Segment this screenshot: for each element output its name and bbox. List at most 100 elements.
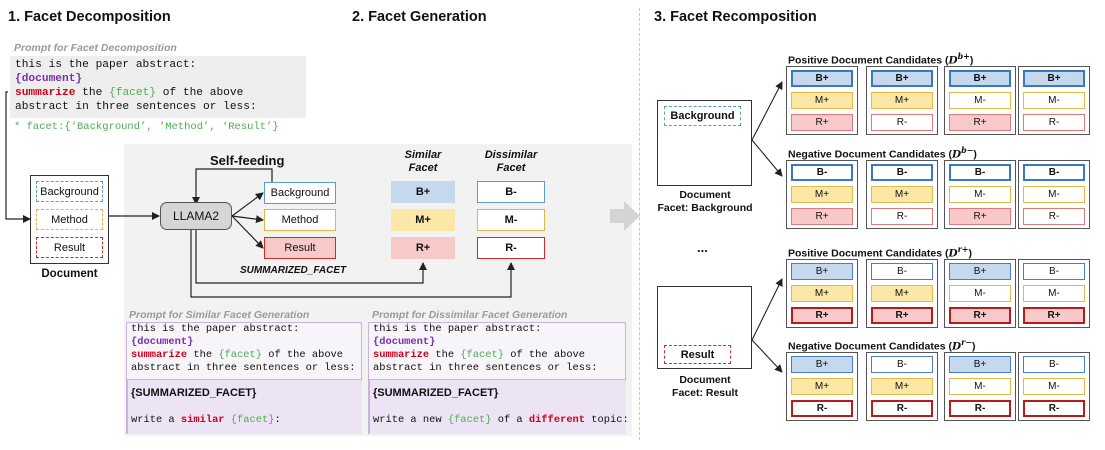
candidate-facet-cell: R- (1023, 114, 1085, 131)
candidate-facet-cell: B+ (871, 70, 933, 87)
candidate-facet-cell: R- (871, 400, 933, 417)
candidate-facet-cell: R- (1023, 208, 1085, 225)
candidate-facet-cell: R- (1023, 400, 1085, 417)
candidate-document: B+M+R- (786, 352, 858, 421)
dissimilar-prompt-line4: abstract in three sentences or less: (373, 362, 598, 374)
candidate-group-title-text: Positive Document Candidates ( (788, 54, 949, 67)
candidate-group-title-text: Negative Document Candidates ( (788, 148, 952, 161)
candidate-facet-cell: B+ (1023, 70, 1085, 87)
candidate-document: B- M- R+ (1018, 259, 1090, 328)
similar-prompt-final: write a similar {facet}: (131, 414, 281, 426)
decomp-prompt-line4: abstract in three sentences or less: (15, 101, 257, 113)
candidate-facet-cell: B- (871, 263, 933, 280)
similar-prompt-line3: summarize the {facet} of the above (131, 349, 344, 361)
dissimilar-prompt-final: write a new {facet} of a different topic… (373, 414, 629, 426)
candidate-document: B-M-R+ (944, 160, 1016, 229)
candidate-document: B+M-R- (944, 352, 1016, 421)
section-separator (639, 8, 640, 440)
similar-prompt-line1: this is the paper abstract: (131, 323, 300, 335)
candidate-facet-cell: B- (791, 164, 853, 181)
bg-to-positive-arrow (751, 81, 783, 141)
dissimilar-prompt-doc-token: {document} (373, 336, 436, 348)
candidate-facet-cell: R+ (871, 307, 933, 324)
candidate-facet-cell: R+ (949, 208, 1011, 225)
candidate-facet-cell: B- (1023, 356, 1085, 373)
candidate-group-title: Positive Document Candidates (Db+) (788, 51, 973, 67)
dissimilar-prompt-line1: this is the paper abstract: (373, 323, 542, 335)
candidate-facet-cell: R+ (949, 114, 1011, 131)
similar-facet-r: R+ (391, 237, 455, 259)
candidate-document: B-M+R+ (786, 160, 858, 229)
section-title-decomposition: 1. Facet Decomposition (8, 9, 171, 25)
res-to-positive-arrow (751, 278, 783, 341)
candidate-facet-cell: B- (949, 164, 1011, 181)
candidate-facet-cell: R+ (791, 307, 853, 324)
candidate-facet-cell: B+ (791, 70, 853, 87)
candidate-facet-cell: B- (1023, 164, 1085, 181)
candidate-facet-cell: R- (871, 208, 933, 225)
candidate-facet-cell: B- (1023, 263, 1085, 280)
document-facet-method: Method (36, 209, 103, 230)
decomp-prompt-title: Prompt for Facet Decomposition (14, 42, 177, 54)
candidate-facet-cell: R- (949, 400, 1011, 417)
recomp-ellipsis: ... (697, 240, 708, 255)
candidate-group-math: D (951, 148, 962, 161)
candidate-document: B+M-R- (1018, 66, 1090, 135)
candidate-group-math-sup: b− (961, 145, 974, 155)
candidate-group-title-close: ) (968, 247, 972, 260)
candidate-facet-cell: M+ (791, 92, 853, 109)
llama-to-dissimilar-line (190, 230, 515, 298)
decomp-prompt-doc-token: {document} (15, 73, 83, 85)
llama-to-background-arrow (231, 192, 264, 217)
candidate-document: B-M+R- (866, 160, 938, 229)
candidate-facet-cell: M- (1023, 285, 1085, 302)
candidate-facet-cell: B+ (791, 263, 853, 280)
candidate-facet-cell: R+ (1023, 307, 1085, 324)
dissimilar-facet-r: R- (477, 237, 545, 259)
candidate-facet-cell: B+ (791, 356, 853, 373)
dissimilar-facet-b: B- (477, 181, 545, 203)
candidate-facet-cell: M+ (871, 378, 933, 395)
res-to-negative-arrow (751, 339, 783, 373)
llama2-model: LLAMA2 (160, 202, 232, 230)
candidate-group-math: D (948, 54, 958, 67)
candidate-document: B+M-R+ (944, 259, 1016, 328)
prompt-to-document-line (5, 91, 31, 223)
document-label: Document (41, 268, 98, 280)
similar-prompt-doc-token: {document} (131, 336, 194, 348)
candidate-group-title-text: Positive Document Candidates ( (788, 247, 949, 260)
candidate-facet-cell: M+ (791, 285, 853, 302)
candidate-group-math-sup: r− (961, 337, 972, 347)
recomp-document-background (657, 100, 752, 186)
similar-prompt-summarized: {SUMMARIZED_FACET} (131, 387, 257, 399)
self-feeding-label: Self-feeding (210, 153, 285, 168)
recomp-facet-background: Background (664, 106, 741, 126)
candidate-group-math-sup: b+ (957, 51, 970, 61)
llama-to-method-arrow (231, 215, 264, 224)
bg-to-negative-arrow (751, 139, 783, 177)
candidate-group-title-close: ) (973, 148, 977, 161)
self-feeding-loop (192, 168, 273, 205)
candidate-group-title-close: ) (971, 340, 976, 353)
similar-prompt-line4: abstract in three sentences or less: (131, 362, 356, 374)
candidate-facet-cell: M- (949, 378, 1011, 395)
candidate-facet-cell: M+ (791, 186, 853, 203)
candidate-group-math-sup: r+ (957, 244, 969, 254)
candidate-group-title-text: Negative Document Candidates ( (788, 340, 952, 353)
candidate-document: B-M-R- (1018, 160, 1090, 229)
dissimilar-prompt-header-box (368, 322, 626, 380)
candidate-facet-cell: M+ (871, 186, 933, 203)
big-transition-arrow (610, 201, 640, 231)
decomp-prompt-box (10, 56, 306, 118)
candidate-facet-cell: R- (791, 400, 853, 417)
candidate-document: B+ M+ R+ (786, 259, 858, 328)
candidate-group-title-close: ) (969, 54, 974, 67)
generated-facet-result: Result (264, 237, 336, 259)
candidate-document: B+M+R+ (786, 66, 858, 135)
document-facet-result: Result (36, 237, 103, 258)
candidate-group-title: Negative Document Candidates (Db−) (788, 145, 977, 161)
section-title-recomposition: 3. Facet Recomposition (654, 9, 817, 25)
